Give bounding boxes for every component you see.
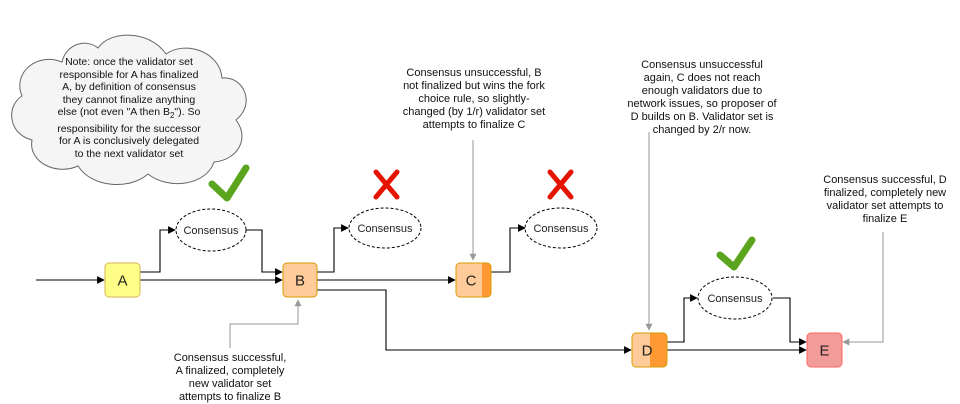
- node-d-label: D: [642, 343, 653, 360]
- edge-consensus-1-to-b: [246, 229, 283, 276]
- note-cloud: [11, 34, 247, 185]
- cloud-note: Note: once the validator set responsible…: [54, 56, 204, 160]
- node-e-label: E: [819, 343, 829, 360]
- consensus-1-label: Consensus: [183, 225, 239, 237]
- check-icon: [716, 236, 756, 271]
- edge-d-to-consensus-4: [667, 294, 698, 343]
- cross-icon: [547, 169, 574, 200]
- annotation-arrow-b: [229, 299, 302, 348]
- node-c: C: [455, 262, 492, 298]
- consensus-4: Consensus: [697, 276, 773, 320]
- cross-icon: [373, 169, 400, 200]
- node-b: B: [282, 262, 318, 298]
- edges: [36, 224, 807, 354]
- note-c-fail: Consensus unsuccessful, B not finalized …: [402, 67, 546, 131]
- edge-a-to-consensus-1: [140, 226, 176, 273]
- check-icon: [208, 164, 250, 202]
- annotation-arrows: [229, 132, 884, 348]
- consensus-2-label: Consensus: [357, 223, 413, 235]
- annotation-arrow-e: [842, 232, 884, 346]
- note-d-fail: Consensus unsuccessful again, C does not…: [627, 59, 777, 136]
- consensus-4-label: Consensus: [707, 293, 763, 305]
- cloud-note-subscript: 2: [169, 111, 175, 121]
- node-c-label: C: [466, 273, 477, 290]
- consensus-2: Consensus: [348, 207, 422, 249]
- edge-b-to-d: [317, 289, 632, 354]
- node-a-label: A: [117, 273, 127, 290]
- cloud-note-text: Note: once the validator set responsible…: [57, 56, 199, 118]
- edge-b-to-consensus-2: [317, 224, 349, 273]
- note-e-success: Consensus successful, D finalized, compl…: [823, 174, 947, 225]
- node-e: E: [806, 332, 843, 368]
- node-d: D: [631, 332, 668, 368]
- cloud-note-tail: "). So responsibility for the successor …: [57, 106, 201, 160]
- consensus-1: Consensus: [175, 208, 247, 252]
- node-b-label: B: [295, 273, 305, 290]
- edge-consensus-4-to-e: [773, 297, 807, 346]
- note-b-success: Consensus successful, A finalized, compl…: [173, 352, 287, 403]
- node-a: A: [104, 262, 141, 298]
- consensus-3: Consensus: [524, 207, 598, 249]
- edge-c-to-consensus-3: [491, 224, 526, 273]
- consensus-3-label: Consensus: [533, 223, 589, 235]
